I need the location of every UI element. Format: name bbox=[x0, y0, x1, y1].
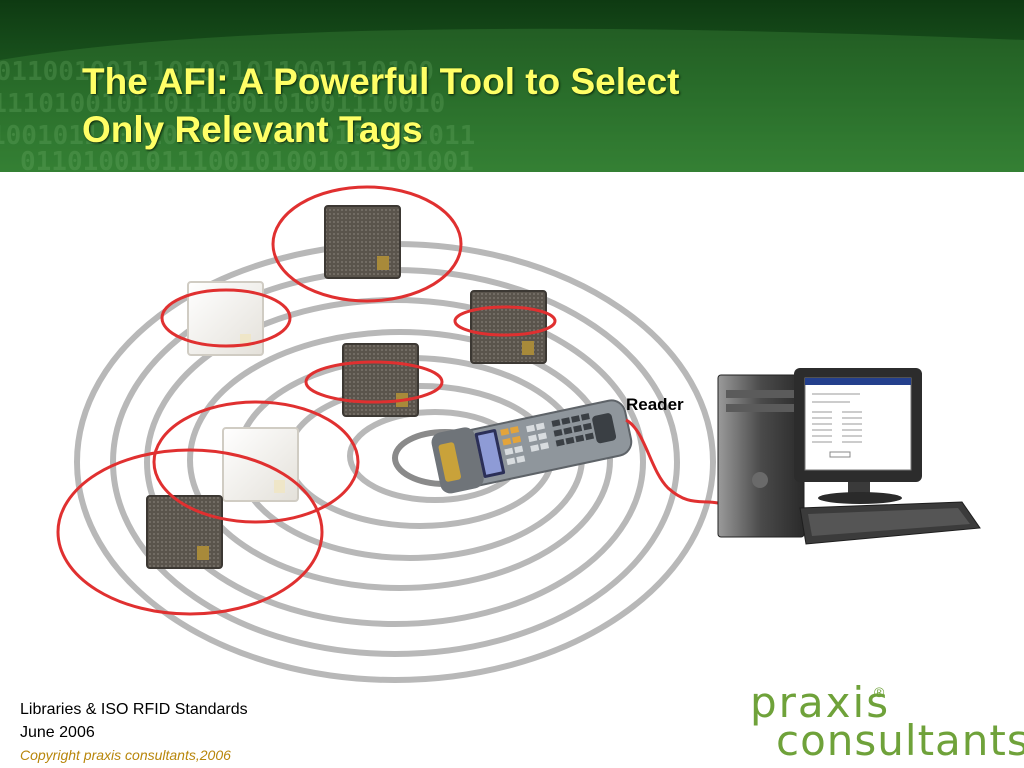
slide-title-line-2: Only Relevant Tags bbox=[82, 109, 423, 150]
reader-label: Reader bbox=[626, 395, 684, 414]
svg-text:10110010011101001011001110100: 10110010011101001011001110100 bbox=[0, 57, 434, 87]
afi-diagram: Reader bbox=[56, 185, 981, 683]
tag-white-lower bbox=[222, 427, 299, 502]
selection-ring-lower bbox=[152, 400, 360, 524]
svg-text:100101110010110101110010100101: 1001011100101101011100101001011 bbox=[0, 121, 475, 151]
logo-registered-mark: ® bbox=[874, 684, 885, 700]
reader-cable bbox=[625, 418, 719, 505]
read-range-rings bbox=[74, 241, 716, 683]
selection-ring-upper-left bbox=[160, 288, 292, 348]
tag-white-upper-left bbox=[187, 281, 264, 356]
desktop-computer bbox=[717, 368, 981, 545]
footer-event-title: Libraries & ISO RFID Standards bbox=[20, 701, 248, 718]
slide-title: The AFI: A Powerful Tool to Select Only … bbox=[82, 58, 782, 154]
praxis-consultants-logo: praxis ® consultants bbox=[746, 678, 1024, 765]
range-ring-4 bbox=[187, 329, 613, 591]
selection-ring-middle bbox=[304, 360, 444, 404]
tag-dark-middle bbox=[342, 343, 419, 417]
logo-word-praxis: praxis bbox=[750, 678, 891, 727]
selection-ring-lower-left bbox=[56, 448, 324, 616]
logo-word-consultants: consultants bbox=[776, 716, 1024, 765]
slide-footer: Libraries & ISO RFID Standards June 2006… bbox=[20, 698, 248, 767]
svg-text:01101001011100101001011101001: 01101001011100101001011101001 bbox=[20, 147, 474, 172]
tag-dark-top bbox=[324, 205, 401, 279]
slide-title-line-1: The AFI: A Powerful Tool to Select bbox=[82, 61, 680, 102]
selection-ring-top bbox=[271, 185, 463, 303]
tag-dark-upper-right bbox=[470, 290, 547, 364]
footer-date: June 2006 bbox=[20, 724, 95, 741]
selection-ring-upper-right bbox=[453, 305, 557, 337]
computer-tower bbox=[717, 374, 805, 538]
handheld-reader-device bbox=[431, 399, 633, 494]
afi-selection-rings bbox=[56, 185, 557, 616]
tag-dark-lower-left bbox=[146, 495, 223, 569]
binary-background-pattern: 10110010011101001011001110100 0011101001… bbox=[0, 28, 1024, 172]
svg-text:001110100101101110010100111001: 0011101001011011100101001110010 bbox=[0, 89, 445, 119]
footer-copyright: Copyright praxis consultants,2006 bbox=[20, 747, 231, 763]
slide-header: 10110010011101001011001110100 0011101001… bbox=[0, 0, 1024, 172]
